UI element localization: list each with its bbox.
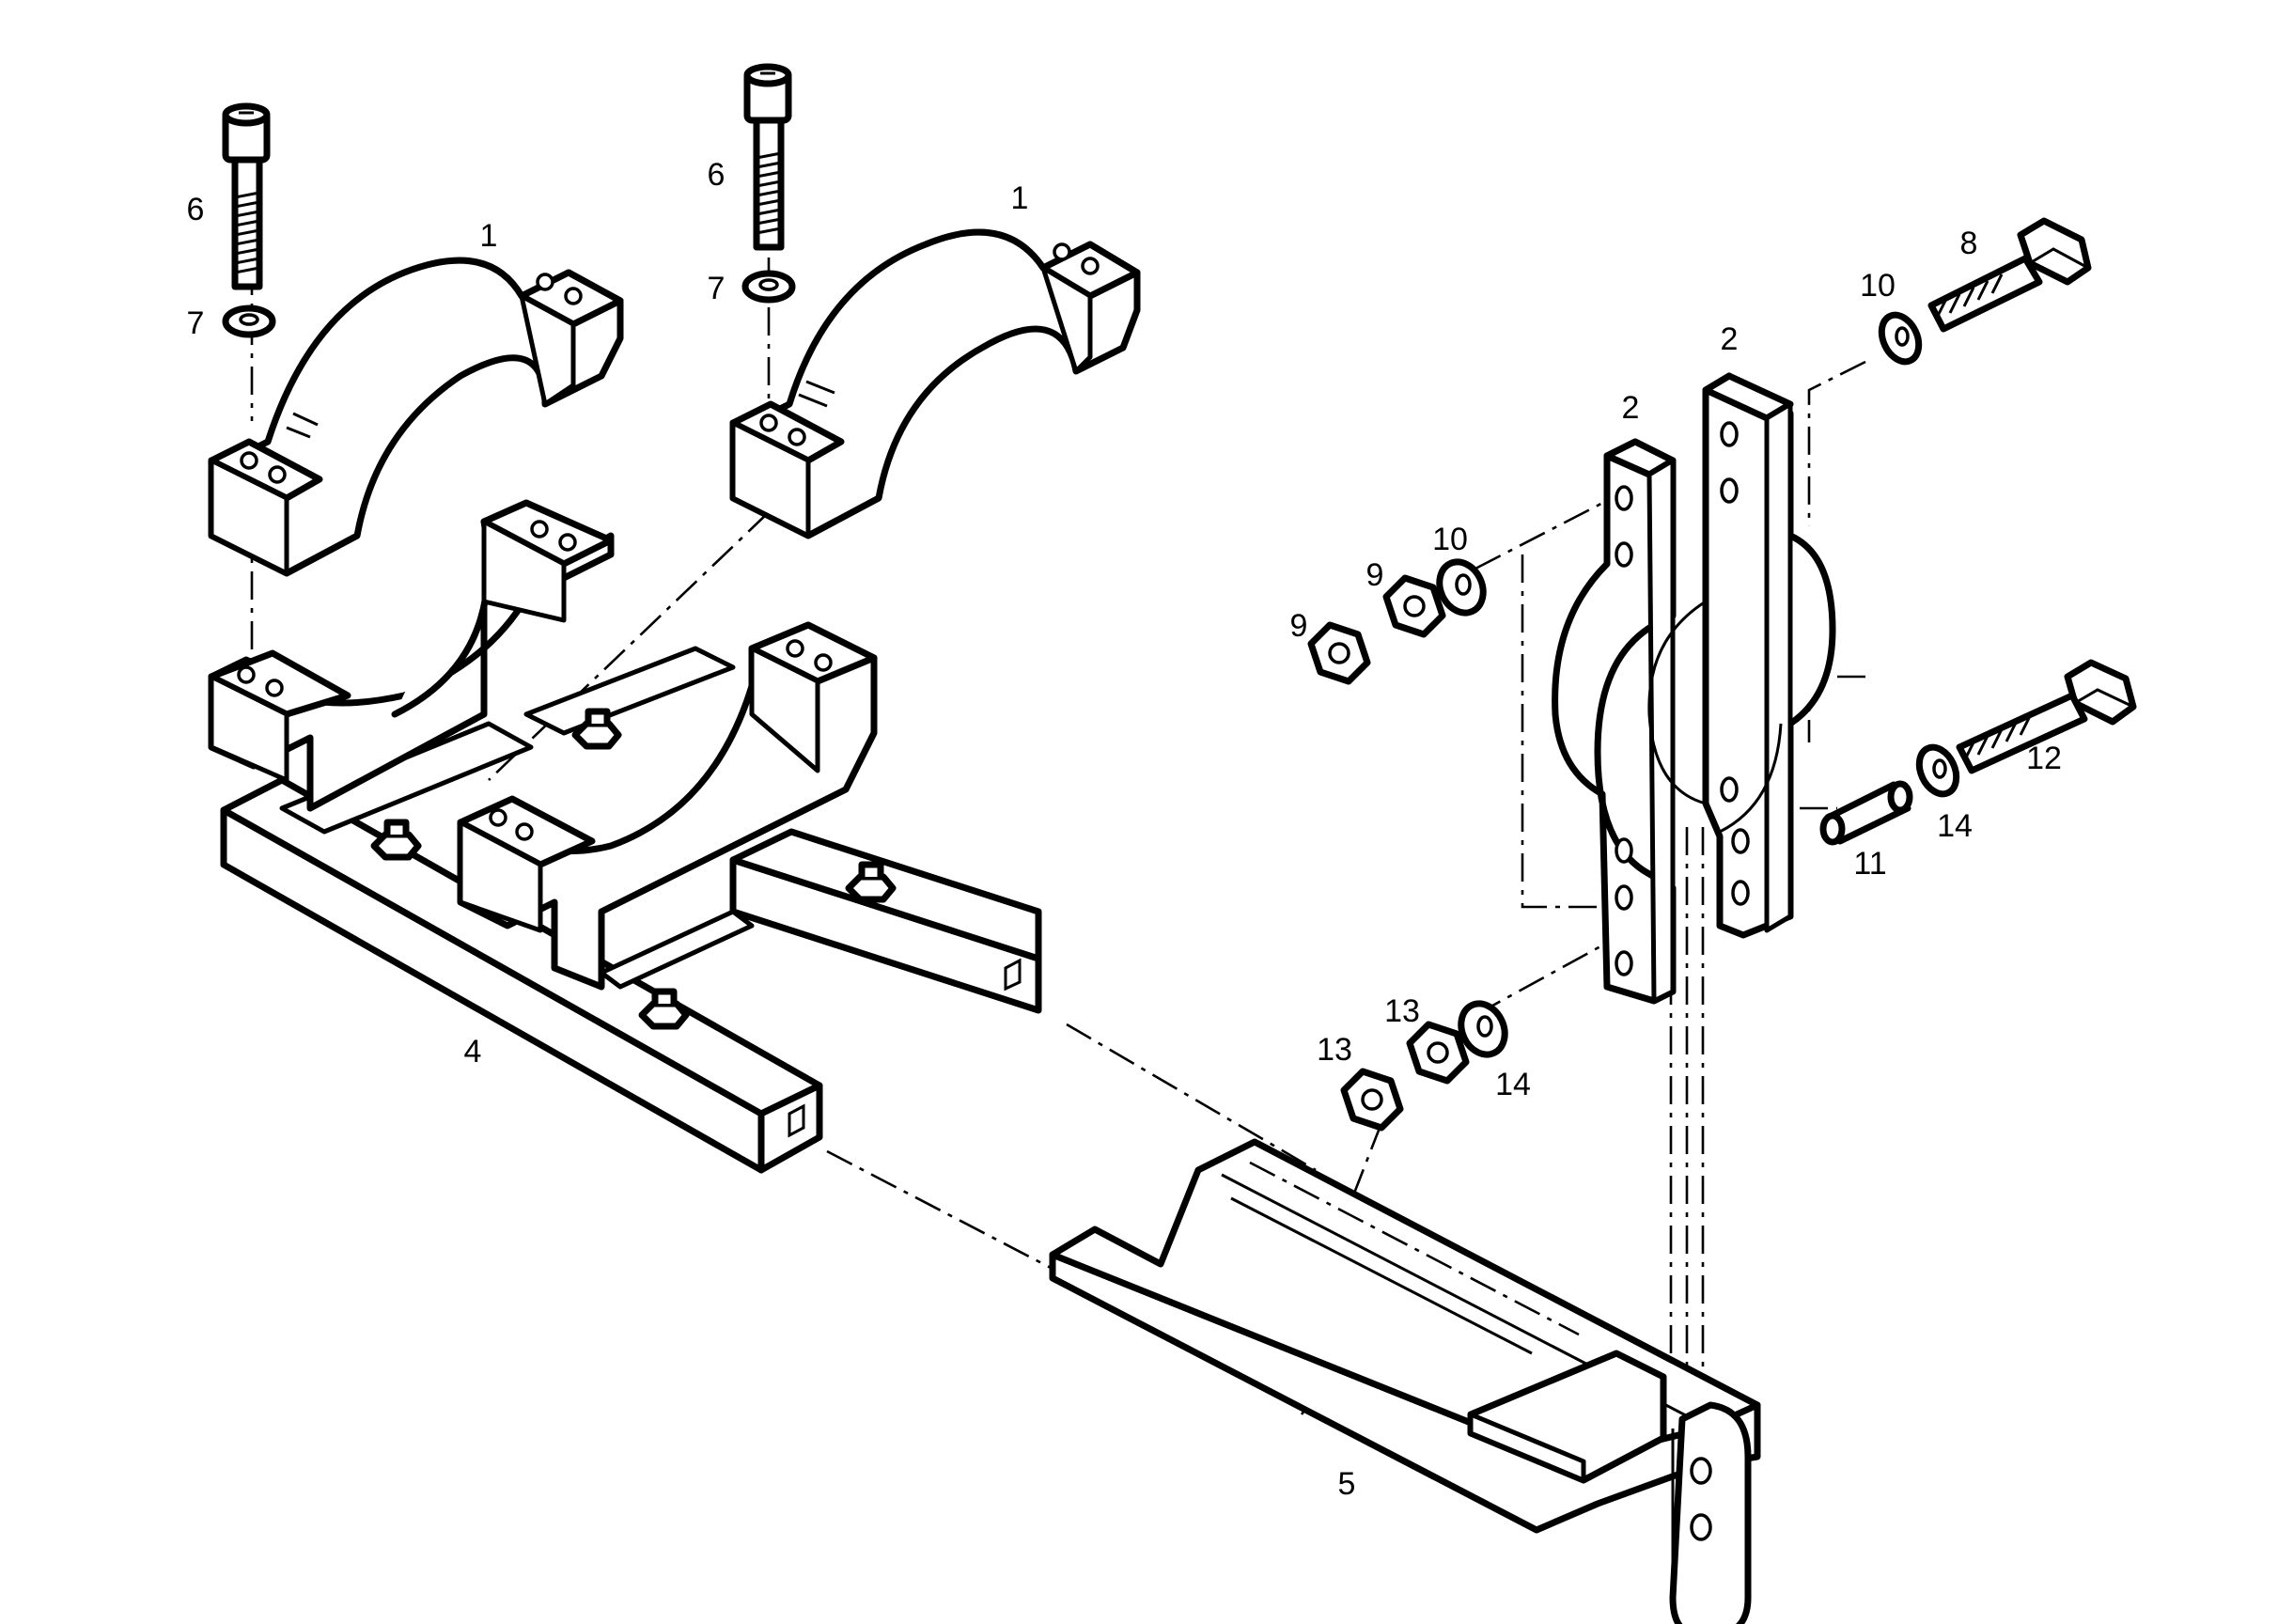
lower-bearing-block-right <box>457 621 878 991</box>
callout-6: 6 <box>187 192 205 227</box>
callout-4: 4 <box>464 1034 482 1070</box>
callout-1: 1 <box>480 218 498 254</box>
callout-14: 14 <box>1937 808 1973 844</box>
lock-washer-left <box>222 304 276 338</box>
lock-washer-right <box>741 270 796 304</box>
grease-nipple-icon <box>571 708 622 750</box>
callout-6: 6 <box>708 157 726 193</box>
callout-13: 13 <box>1384 993 1420 1029</box>
callout-8: 8 <box>1960 226 1978 261</box>
cap-screw-right <box>743 63 792 251</box>
hex-bolt-lower <box>1956 659 2137 774</box>
hex-nut-9-b <box>1307 621 1371 685</box>
base-frame <box>220 646 1042 1174</box>
callout-5: 5 <box>1338 1466 1356 1502</box>
grease-nipple-icon <box>638 988 690 1030</box>
callout-11: 11 <box>1853 846 1886 882</box>
lower-bearing-block-left <box>208 499 615 812</box>
callout-7: 7 <box>708 271 726 306</box>
callout-12: 12 <box>2026 741 2062 776</box>
callout-9: 9 <box>1366 557 1384 593</box>
callout-10: 10 <box>1432 522 1468 557</box>
mounting-plate <box>1049 1138 1761 1624</box>
link-bar-right <box>1647 372 1836 939</box>
hex-nut-13-a <box>1406 1021 1470 1085</box>
grease-nipple-icon <box>845 861 897 903</box>
grease-nipple-icon <box>370 819 422 861</box>
washer-14-upper <box>1915 743 1960 798</box>
hex-nut-13-b <box>1340 1068 1404 1132</box>
callout-1: 1 <box>1011 180 1029 216</box>
link-bar-left <box>1552 438 1677 1005</box>
callout-13: 13 <box>1317 1032 1352 1068</box>
hex-bolt-upper <box>1927 217 2092 333</box>
callout-7: 7 <box>187 305 205 341</box>
washer-10-upper <box>1878 311 1923 366</box>
bearing-cap-left <box>208 257 624 577</box>
callout-2: 2 <box>1721 321 1739 357</box>
washer-10-lower <box>1436 558 1487 617</box>
callout-labels: 1 1 2 2 4 5 6 6 7 7 8 9 9 10 10 11 12 13… <box>187 157 2062 1502</box>
callout-10: 10 <box>1860 268 1896 304</box>
hex-nut-9-a <box>1382 574 1446 638</box>
cap-screw-left <box>222 102 271 290</box>
bearing-cap-right <box>729 228 1141 539</box>
spacer-sleeve <box>1819 780 1913 846</box>
callout-9: 9 <box>1290 608 1308 644</box>
washer-14-lower <box>1458 1000 1508 1058</box>
callout-14: 14 <box>1495 1067 1531 1102</box>
callout-2: 2 <box>1622 390 1640 426</box>
